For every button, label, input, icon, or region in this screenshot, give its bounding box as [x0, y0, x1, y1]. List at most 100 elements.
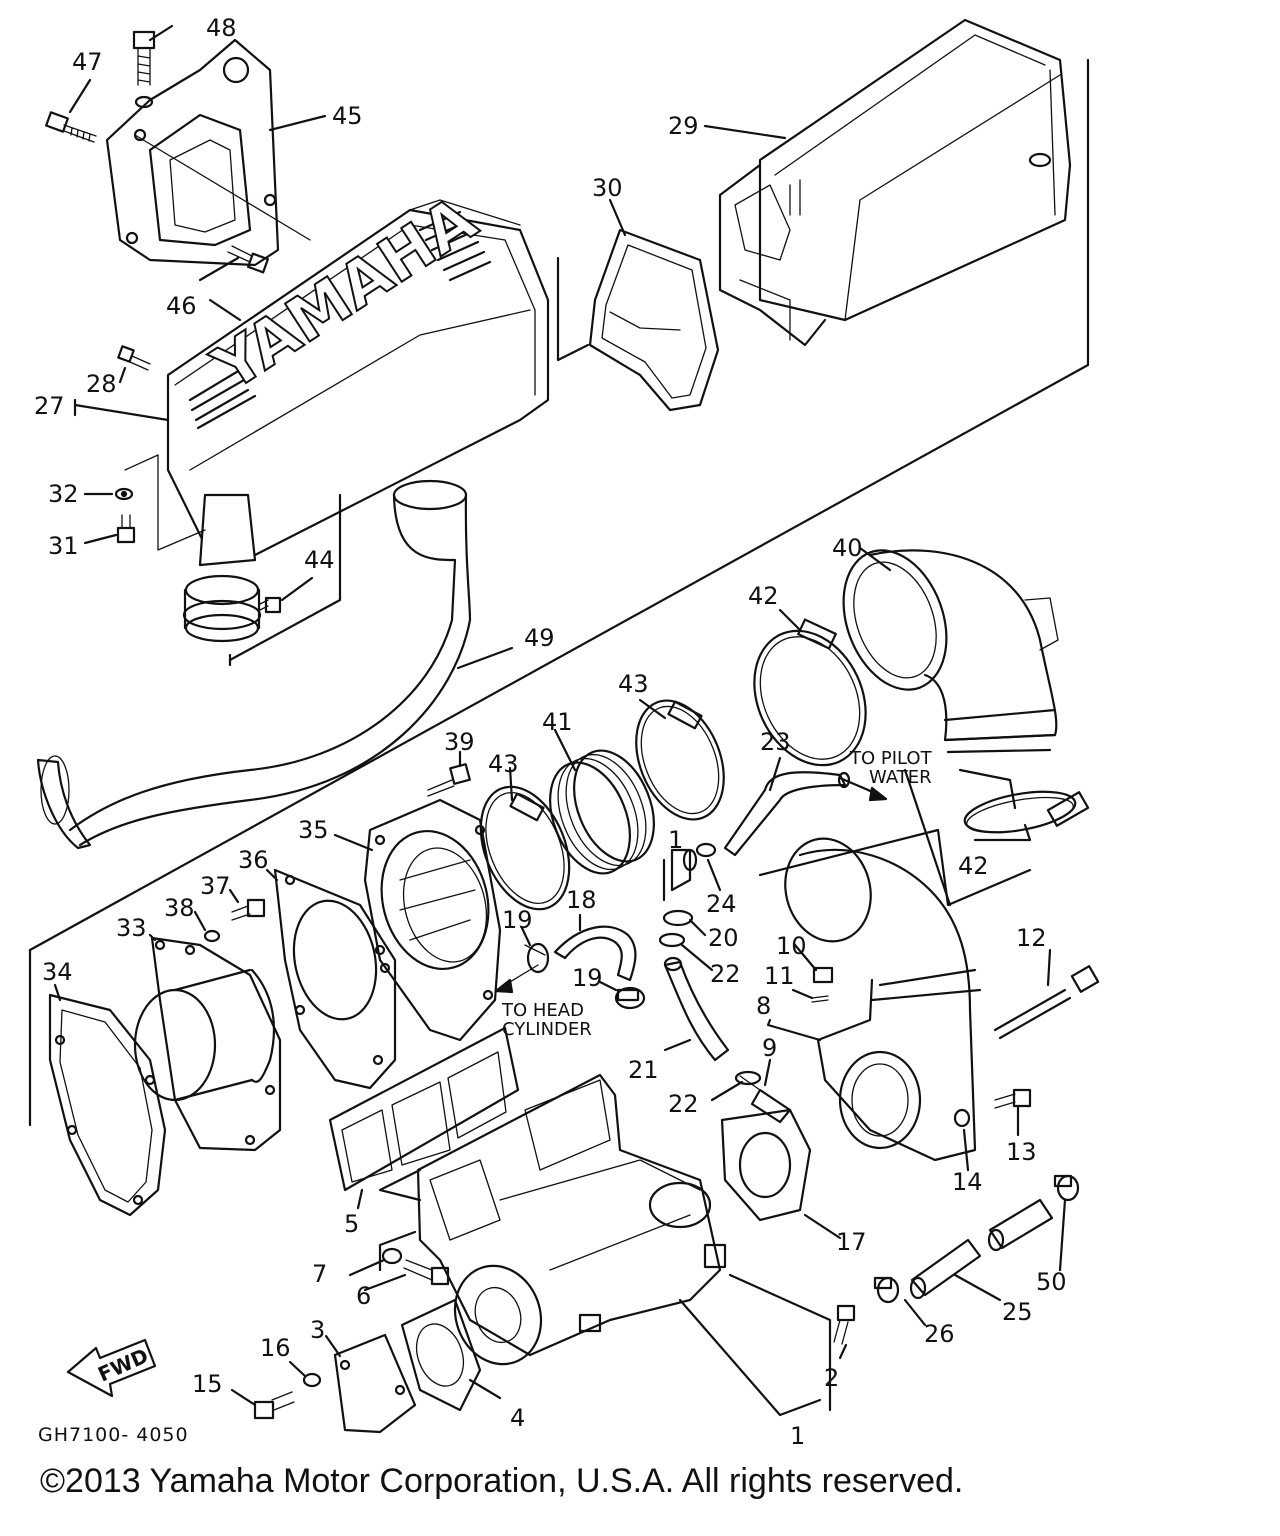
- callout-27: 27: [34, 392, 65, 420]
- part-4-plate: [400, 1298, 482, 1412]
- part-19-clamp-b: [614, 986, 646, 1010]
- part-18-hose: [553, 925, 637, 982]
- part-2-bolt: [833, 1304, 856, 1345]
- callout-31: 31: [48, 532, 79, 560]
- callout-42-lower: 42: [958, 852, 989, 880]
- part-12-long-bolt: [993, 965, 1100, 1040]
- callout-1: 1: [790, 1422, 806, 1450]
- callout-19-b: 19: [572, 964, 603, 992]
- callout-24: 24: [706, 890, 737, 918]
- part-46-bolt: [227, 245, 270, 274]
- part-36-gasket: [273, 868, 397, 1090]
- callout-43-upper: 43: [618, 670, 649, 698]
- callout-19-a: 19: [502, 906, 533, 934]
- callout-45: 45: [332, 102, 363, 130]
- lower-elbow-assembly: [784, 837, 982, 1162]
- part-25-hose: [909, 1238, 982, 1300]
- part-1-exhaust-manifold: [416, 1073, 727, 1357]
- yamaha-brand-text: YAMAHA: [200, 182, 489, 405]
- part-5-gasket: [328, 1026, 520, 1192]
- part-40-elbow: [842, 549, 1059, 754]
- part-48-bolt: [132, 30, 156, 109]
- callout-35: 35: [298, 816, 329, 844]
- callout-47: 47: [72, 48, 103, 76]
- copyright-notice: ©2013 Yamaha Motor Corporation, U.S.A. A…: [40, 1462, 964, 1500]
- callout-49: 49: [524, 624, 555, 652]
- callout-1-fitting: 1: [668, 826, 684, 854]
- callout-40: 40: [832, 534, 863, 562]
- callout-22-upper: 22: [710, 960, 741, 988]
- callout-16: 16: [260, 1334, 291, 1362]
- callout-7: 7: [312, 1260, 328, 1288]
- callout-32: 32: [48, 480, 79, 508]
- callout-46: 46: [166, 292, 197, 320]
- part-35-plate: [363, 798, 502, 1042]
- callout-41: 41: [542, 708, 573, 736]
- callout-14: 14: [952, 1168, 983, 1196]
- part-28-screw: [117, 345, 151, 371]
- part-19-clamp-a: [524, 942, 550, 974]
- part-42-clamp-upper: [753, 618, 867, 767]
- callout-17: 17: [836, 1228, 867, 1256]
- part-49-hose: [36, 479, 472, 850]
- part-22-clamp-lower: [734, 1070, 762, 1086]
- part-13-bolt: [994, 1088, 1032, 1109]
- callout-15: 15: [192, 1370, 223, 1398]
- part-10-cap: [812, 966, 834, 984]
- callout-34: 34: [42, 958, 73, 986]
- part-31-screw: [116, 514, 136, 544]
- leader-lines: [53, 24, 1067, 1417]
- callout-50: 50: [1036, 1268, 1067, 1296]
- part-39-bolt: [427, 763, 471, 797]
- part-7-washer: [381, 1247, 403, 1265]
- fwd-arrow-icon: FWD: [66, 1338, 157, 1398]
- part-20-clamp: [662, 909, 694, 927]
- part-33-exhaust-plate: [133, 936, 282, 1152]
- part-23-hose: [723, 771, 851, 857]
- frame-lines: [28, 58, 1090, 1127]
- callout-3: 3: [310, 1316, 326, 1344]
- callout-38: 38: [164, 894, 195, 922]
- callout-11: 11: [764, 962, 795, 990]
- callout-9: 9: [762, 1034, 778, 1062]
- part-47-bolt: [45, 111, 97, 143]
- callout-12: 12: [1016, 924, 1047, 952]
- callout-43-lower: 43: [488, 750, 519, 778]
- part-1-fitting: [662, 848, 692, 902]
- callout-42-upper: 42: [748, 582, 779, 610]
- part-22-clamp-upper: [658, 932, 686, 948]
- part-44-nipple: [259, 596, 282, 614]
- callout-26: 26: [924, 1320, 955, 1348]
- part-6-bolt: [403, 1259, 450, 1286]
- part-15-bolt: [253, 1391, 295, 1420]
- callout-6: 6: [356, 1282, 372, 1310]
- callout-13: 13: [1006, 1138, 1037, 1166]
- callout-10: 10: [776, 932, 807, 960]
- part-16-washer: [302, 1372, 322, 1388]
- part-3-cover: [333, 1333, 417, 1434]
- part-14-washer: [953, 1108, 971, 1128]
- note-to-pilot-water: TO PILOT WATER: [850, 748, 932, 788]
- part-38-washer: [203, 929, 221, 943]
- part-42-clamp-lower: [963, 790, 1090, 834]
- part-26-clamp: [873, 1276, 900, 1304]
- assembly-bracket-lines: [378, 768, 1032, 1272]
- part-4-gasket: [453, 1264, 543, 1366]
- callout-5: 5: [344, 1210, 360, 1238]
- callout-36: 36: [238, 846, 269, 874]
- callout-37: 37: [200, 872, 231, 900]
- part-21-hose: [663, 956, 730, 1062]
- diagram-code: GH7100- 4050: [38, 1424, 189, 1446]
- callout-18: 18: [566, 886, 597, 914]
- callout-48: 48: [206, 14, 237, 42]
- callout-2: 2: [824, 1364, 840, 1392]
- arrow-to-head-cylinder: [494, 964, 539, 994]
- part-43-clamp-upper: [635, 699, 725, 821]
- callout-23: 23: [760, 728, 791, 756]
- part-17-gasket: [720, 1108, 812, 1222]
- part-32-washer: [114, 487, 134, 501]
- callout-25: 25: [1002, 1298, 1033, 1326]
- part-41-coupler: [549, 749, 655, 875]
